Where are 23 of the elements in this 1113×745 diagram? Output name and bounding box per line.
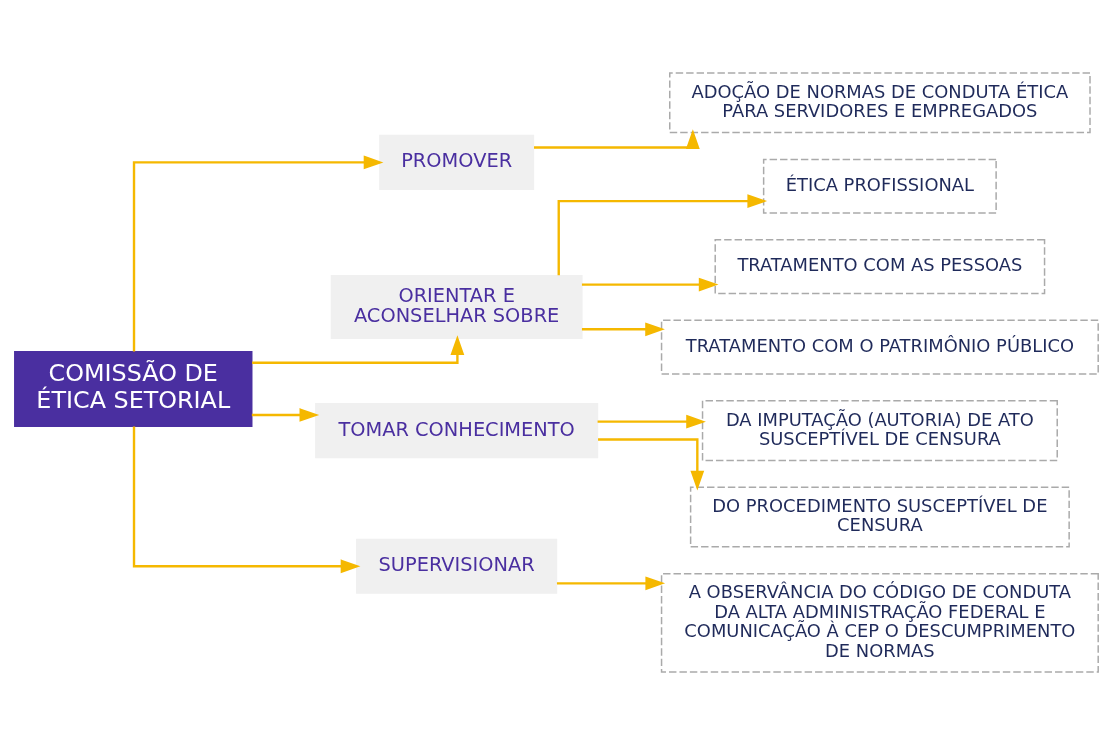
node-box: SUPERVISIONAR (356, 538, 558, 594)
arrow (132, 426, 361, 574)
arrow (598, 438, 705, 491)
arrow (556, 576, 666, 591)
arrow (581, 322, 665, 337)
arrow (251, 408, 320, 422)
node-box: DA IMPUTAÇÃO (AUTORIA) DE ATO SUSCEPTÍVEL DE CENSURA (701, 400, 1058, 462)
node-box: ADOÇÃO DE NORMAS DE CONDUTA ÉTICA PARA SERVIDORES E EMPREGADOS (669, 72, 1091, 134)
node-box: ORIENTAR E ACONSELHAR SOBRE (330, 274, 583, 339)
node-box: TRATAMENTO COM AS PESSOAS (714, 239, 1046, 295)
arrow (252, 335, 465, 364)
arrow (132, 155, 384, 352)
arrow (581, 277, 719, 292)
arrow (557, 194, 768, 276)
arrow (534, 129, 700, 149)
node-box: ÉTICA PROFISSIONAL (762, 158, 997, 214)
node-box: DO PROCEDIMENTO SUSCEPTÍVEL DE CENSURA (689, 486, 1070, 548)
node-box: COMISSÃO DE ÉTICA SETORIAL (14, 350, 253, 427)
node-box: A OBSERVÂNCIA DO CÓDIGO DE CONDUTA DA ALTA ADMINISTRAÇÃO FEDERAL E COMUNICAÇÃO À CEP O DESCUMPRIMENTO DE NORMAS (660, 572, 1099, 673)
node-box: TOMAR CONHECIMENTO (315, 403, 599, 459)
arrow (597, 414, 706, 429)
node-box: PROMOVER (379, 134, 535, 190)
node-box: TRATAMENTO COM O PATRIMÔNIO PÚBLICO (660, 319, 1099, 375)
